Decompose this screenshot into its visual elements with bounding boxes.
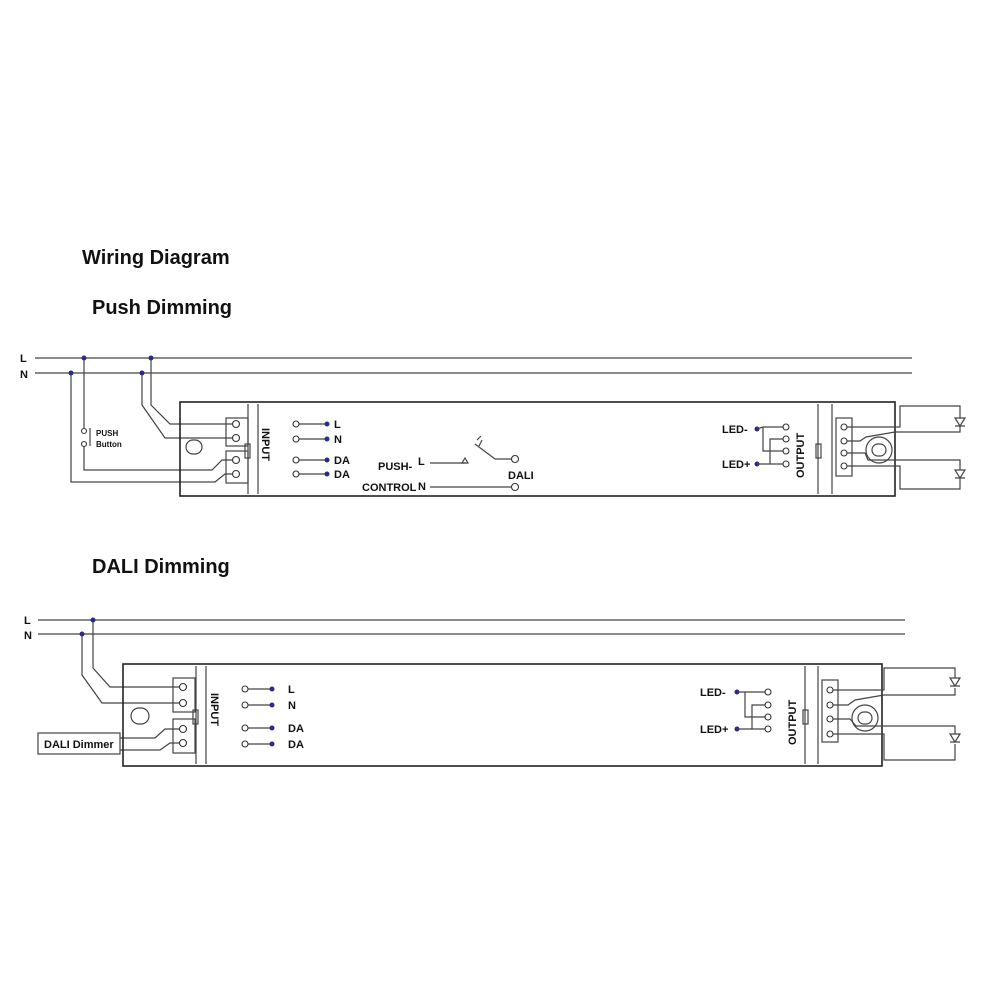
terminal-label: DA	[288, 739, 304, 751]
led-output-legend: LED- LED+	[700, 687, 772, 736]
wire-n-da	[70, 373, 236, 483]
dali-dimmer-box	[37, 732, 121, 755]
terminal-label: N	[334, 434, 342, 446]
terminal-legend: L N DA DA	[241, 684, 304, 751]
terminal	[231, 419, 241, 429]
section-heading: Push Dimming	[92, 297, 232, 319]
push-dimming-section: Push Dimming L N PUSH Button INPUT	[20, 297, 967, 497]
terminal	[231, 455, 241, 465]
led-load	[833, 667, 962, 761]
clip	[192, 709, 199, 725]
mains-l-label: L	[24, 615, 31, 627]
junction-dot	[81, 355, 87, 361]
junction-dot	[79, 631, 85, 637]
led-icon	[948, 677, 962, 688]
push-contact	[80, 440, 88, 448]
terminal	[231, 433, 241, 443]
wire-l	[92, 620, 183, 688]
mount-hole-icon	[130, 707, 150, 725]
wire-push-out	[83, 446, 236, 471]
output-label: OUTPUT	[795, 433, 807, 479]
junction-dot	[139, 370, 145, 376]
mains-n-label: N	[20, 369, 28, 381]
terminal-label: L	[334, 419, 341, 431]
dali-dimmer-label: DALI Dimmer	[44, 739, 114, 751]
dali-dimming-section: DALI Dimming L N DALI Dimmer INPUT L N D…	[24, 556, 962, 767]
input-label: INPUT	[259, 428, 271, 461]
mount-hole-icon	[851, 704, 879, 732]
terminal-label: DA	[334, 469, 350, 481]
input-label: INPUT	[208, 693, 220, 726]
push-label: PUSH	[96, 429, 118, 438]
terminal	[231, 469, 241, 479]
junction-dot	[68, 370, 74, 376]
led-icon	[953, 417, 967, 428]
wire-n	[81, 634, 183, 704]
led-minus-label: LED-	[722, 424, 748, 436]
led-minus-label: LED-	[700, 687, 726, 699]
pc-l-label: L	[418, 456, 425, 468]
led-load	[847, 405, 967, 490]
push-label: Button	[96, 440, 122, 449]
output-label: OUTPUT	[787, 700, 799, 746]
output-terminal-block	[821, 679, 839, 743]
push-contact	[80, 427, 88, 435]
terminal-label: N	[288, 700, 296, 712]
mains-l-label: L	[20, 353, 27, 365]
mains-n-label: N	[24, 630, 32, 642]
switch-icon	[460, 456, 470, 464]
led-plus-label: LED+	[722, 459, 750, 471]
mount-hole-icon	[185, 439, 203, 455]
clip	[815, 443, 822, 459]
led-icon	[948, 733, 962, 744]
input-terminal-block	[172, 677, 196, 713]
push-control-label: CONTROL	[362, 482, 417, 494]
terminal-label: L	[288, 684, 295, 696]
wire-da	[120, 728, 183, 739]
mount-hole-icon	[857, 711, 873, 725]
wire-da	[120, 742, 183, 751]
output-terminal-block	[835, 417, 853, 477]
driver-box	[122, 663, 883, 767]
driver-box	[179, 401, 896, 497]
wire-l	[150, 358, 236, 425]
junction-dot	[90, 617, 96, 623]
led-icon	[953, 469, 967, 480]
push-control-label: PUSH-	[378, 461, 413, 473]
dali-label: DALI	[508, 470, 534, 482]
terminal-label: DA	[334, 455, 350, 467]
mount-hole-icon	[865, 436, 893, 464]
diagram-title: Wiring Diagram	[82, 247, 230, 269]
clip	[244, 443, 251, 459]
led-plus-label: LED+	[700, 724, 728, 736]
section-heading: DALI Dimming	[92, 556, 230, 578]
clip	[802, 709, 809, 725]
mount-hole-icon	[871, 443, 887, 457]
junction-dot	[148, 355, 154, 361]
led-output-legend: LED- LED+	[722, 423, 790, 471]
push-control-legend: PUSH- CONTROL L N DALI	[362, 435, 534, 494]
wire-n	[141, 373, 236, 439]
terminal-legend: L N DA DA	[292, 419, 350, 481]
input-terminal-block	[172, 718, 196, 754]
terminal-label: DA	[288, 723, 304, 735]
pc-n-label: N	[418, 481, 426, 493]
